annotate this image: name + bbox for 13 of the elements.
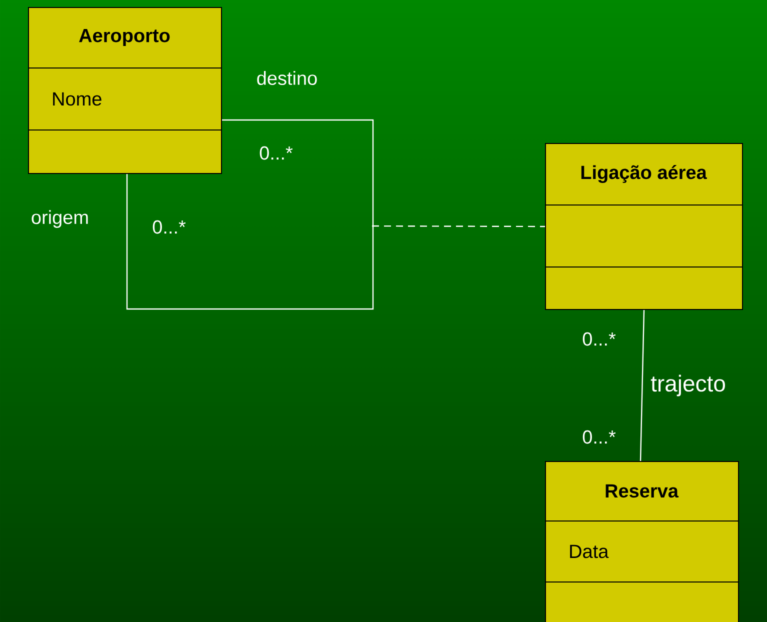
- class-box: Reserva Data: [544, 461, 739, 622]
- association-label: 0...*: [152, 220, 186, 234]
- association-line: [372, 225, 546, 228]
- association-label: 0...*: [582, 332, 616, 346]
- association-line: [640, 310, 645, 462]
- association-label: destino: [257, 71, 317, 85]
- class-box: Ligação aérea: [544, 143, 743, 310]
- class-box: Aeroporto Nome: [28, 7, 222, 174]
- association-line: [126, 119, 374, 310]
- edge-label: trajecto: [650, 374, 725, 396]
- association-label: origem: [32, 210, 88, 228]
- association-label: 0...*: [260, 146, 293, 160]
- association-label: 0...*: [582, 430, 616, 444]
